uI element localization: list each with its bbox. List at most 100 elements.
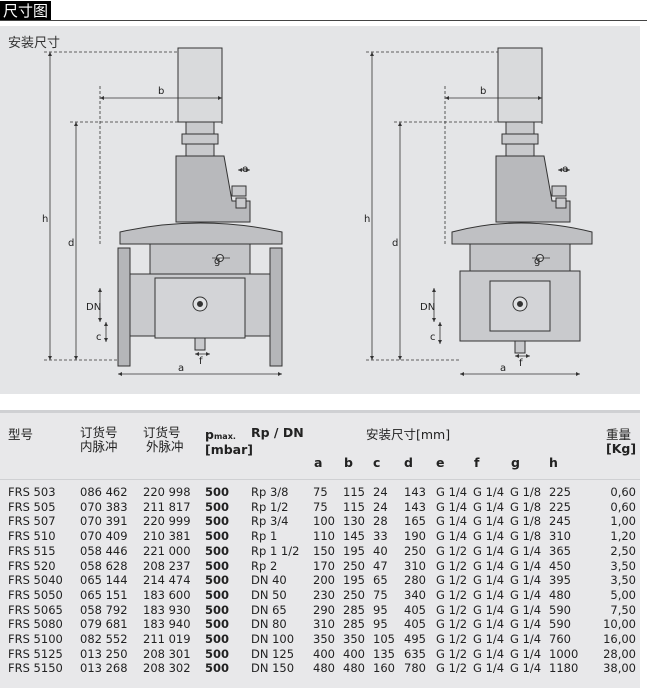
dimension-drawings: b h d e g DN c f a b h d e g DN c f a <box>42 47 593 376</box>
cell-dim-g: G 1/4 <box>510 587 542 602</box>
cell-dim-c: 95 <box>373 602 388 617</box>
cell-dim-c: 24 <box>373 485 388 499</box>
dim-label-g-right: g <box>534 256 540 267</box>
cell-weight: 16,00 <box>603 632 636 646</box>
cell-order-internal: 082 552 <box>80 632 128 646</box>
cell-dim-c: 160 <box>373 661 395 676</box>
cell-weight: 1,20 <box>610 529 636 544</box>
header-pmax-unit: [mbar] <box>205 442 253 457</box>
cell-dim-b: 115 <box>343 499 365 514</box>
header-install-dims: 安装尺寸[mm] <box>366 427 451 442</box>
cell-dim-c: 33 <box>373 529 388 544</box>
dim-label-c-right: c <box>430 332 436 343</box>
cell-order-external: 220 998 <box>143 485 191 499</box>
cell-order-external: 221 000 <box>143 543 191 558</box>
cell-model: FRS 520 <box>8 558 56 573</box>
cell-dim-a: 400 <box>313 646 335 661</box>
cell-pmax: 500 <box>205 529 230 544</box>
cell-dim-b: 130 <box>343 514 365 529</box>
header-dim-h: h <box>549 455 558 470</box>
cell-dim-a: 200 <box>313 573 335 588</box>
cell-dim-b: 250 <box>343 587 365 602</box>
cell-order-internal: 058 446 <box>80 543 128 558</box>
cell-order-external: 208 237 <box>143 558 191 573</box>
cell-dim-h: 225 <box>549 499 571 514</box>
cell-dim-g: G 1/8 <box>510 529 542 544</box>
cell-dim-e: G 1/4 <box>436 514 468 529</box>
cell-dim-b: 400 <box>343 646 365 661</box>
cell-dim-d: 143 <box>404 499 426 514</box>
header-weight-1: 重量 <box>606 427 632 442</box>
cell-weight: 5,00 <box>610 587 636 602</box>
cell-order-external: 220 999 <box>143 514 191 529</box>
cell-order-internal: 013 268 <box>80 661 128 676</box>
cell-dim-a: 110 <box>313 529 335 544</box>
cell-model: FRS 5040 <box>8 573 63 588</box>
cell-dim-e: G 1/4 <box>436 529 468 544</box>
cell-dim-a: 75 <box>313 485 328 499</box>
header-dim-g: g <box>511 455 520 470</box>
page-title: 尺寸图 <box>0 1 52 21</box>
cell-dim-d: 190 <box>404 529 426 544</box>
cell-rp-dn: DN 125 <box>251 646 295 661</box>
cell-dim-c: 65 <box>373 573 388 588</box>
cell-dim-g: G 1/4 <box>510 602 542 617</box>
dim-label-e-right: e <box>562 164 568 175</box>
cell-model: FRS 510 <box>8 529 56 544</box>
cell-dim-g: G 1/8 <box>510 485 542 499</box>
dim-label-b-right: b <box>480 86 486 97</box>
cell-dim-e: G 1/2 <box>436 646 468 661</box>
cell-weight: 1,00 <box>610 514 636 529</box>
cell-dim-h: 480 <box>549 587 571 602</box>
cell-order-internal: 070 383 <box>80 499 128 514</box>
cell-dim-d: 340 <box>404 587 426 602</box>
cell-rp-dn: Rp 1 1/2 <box>251 543 300 558</box>
header-order-external-2: 外脉冲 <box>146 439 184 454</box>
header-dim-e: e <box>436 455 445 470</box>
cell-dim-g: G 1/8 <box>510 499 542 514</box>
cell-order-external: 183 930 <box>143 602 191 617</box>
cell-dim-c: 95 <box>373 617 388 632</box>
dim-label-f-left: f <box>199 356 203 367</box>
cell-dim-g: G 1/4 <box>510 617 542 632</box>
cell-dim-b: 195 <box>343 543 365 558</box>
cell-rp-dn: Rp 3/8 <box>251 485 289 499</box>
cell-weight: 2,50 <box>610 543 636 558</box>
cell-pmax: 500 <box>205 587 230 602</box>
cell-dim-a: 310 <box>313 617 335 632</box>
cell-rp-dn: DN 150 <box>251 661 295 676</box>
cell-dim-g: G 1/4 <box>510 646 542 661</box>
cell-dim-f: G 1/4 <box>473 617 505 632</box>
cell-dim-a: 150 <box>313 543 335 558</box>
cell-order-internal: 070 391 <box>80 514 128 529</box>
cell-order-external: 211 817 <box>143 499 191 514</box>
cell-model: FRS 5050 <box>8 587 63 602</box>
cell-dim-h: 225 <box>549 485 571 499</box>
dim-label-h-left: h <box>42 214 48 225</box>
cell-dim-b: 350 <box>343 632 365 646</box>
cell-order-internal: 086 462 <box>80 485 128 499</box>
cell-dim-h: 760 <box>549 632 571 646</box>
cell-order-external: 208 302 <box>143 661 191 676</box>
cell-dim-e: G 1/2 <box>436 602 468 617</box>
cell-model: FRS 503 <box>8 485 56 499</box>
cell-dim-c: 47 <box>373 558 388 573</box>
drawing-caption: 安装尺寸 <box>8 36 61 51</box>
cell-dim-c: 105 <box>373 632 395 646</box>
cell-dim-e: G 1/2 <box>436 543 468 558</box>
cell-dim-d: 143 <box>404 485 426 499</box>
cell-rp-dn: DN 65 <box>251 602 287 617</box>
cell-dim-c: 135 <box>373 646 395 661</box>
cell-order-external: 210 381 <box>143 529 191 544</box>
cell-dim-h: 310 <box>549 529 571 544</box>
cell-pmax: 500 <box>205 485 230 499</box>
cell-dim-e: G 1/2 <box>436 587 468 602</box>
cell-pmax: 500 <box>205 499 230 514</box>
